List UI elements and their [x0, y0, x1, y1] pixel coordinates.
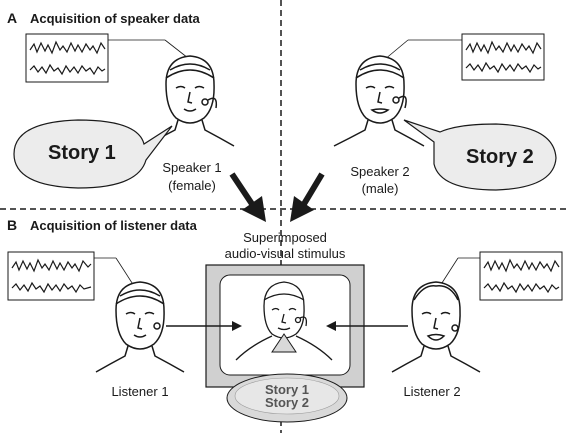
- speaker-2-detail: (male): [361, 181, 399, 196]
- stimulus-story-2: Story 2: [264, 395, 310, 410]
- listener-1-name: Listener 1: [111, 384, 169, 399]
- speaker-1-detail: (female): [168, 178, 216, 193]
- arrow-listener-1-to-screen: [166, 321, 242, 331]
- arrow-speaker-1-to-stimulus: [229, 172, 266, 222]
- eeg-trace-listener-2: [479, 251, 563, 301]
- arrow-listener-2-to-screen: [326, 321, 408, 331]
- eeg-trace-speaker-2: [461, 33, 545, 81]
- speech-bubble-story-1: [13, 119, 173, 189]
- stimulus-title-line-2: audio-visual stimulus: [224, 246, 346, 261]
- speaker-2-name: Speaker 2: [350, 164, 410, 179]
- eeg-trace-speaker-1: [25, 33, 109, 83]
- listener-2-name: Listener 2: [403, 384, 461, 399]
- speaker-1-figure: [143, 55, 235, 147]
- panel-b-title: Acquisition of listener data: [30, 218, 197, 233]
- story-2-label: Story 2: [466, 146, 534, 168]
- panel-a-letter: A: [7, 10, 18, 26]
- stimulus-face: [235, 281, 333, 361]
- speech-bubble-story-2: [403, 119, 557, 191]
- stimulus-story-oval: [226, 333, 348, 423]
- speaker-2-figure: [333, 55, 425, 147]
- panel-a-title: Acquisition of speaker data: [30, 11, 200, 26]
- arrow-speaker-2-to-stimulus: [290, 172, 325, 222]
- listener-1-figure: [95, 281, 185, 373]
- listener-2-figure: [391, 281, 481, 373]
- story-1-label: Story 1: [48, 142, 116, 164]
- panel-b-letter: B: [7, 217, 18, 233]
- speaker-1-name: Speaker 1: [162, 160, 222, 175]
- stimulus-title-line-1: Superimposed: [243, 230, 327, 245]
- eeg-trace-listener-1: [7, 251, 95, 301]
- stimulus-story-1: Story 1: [264, 382, 310, 397]
